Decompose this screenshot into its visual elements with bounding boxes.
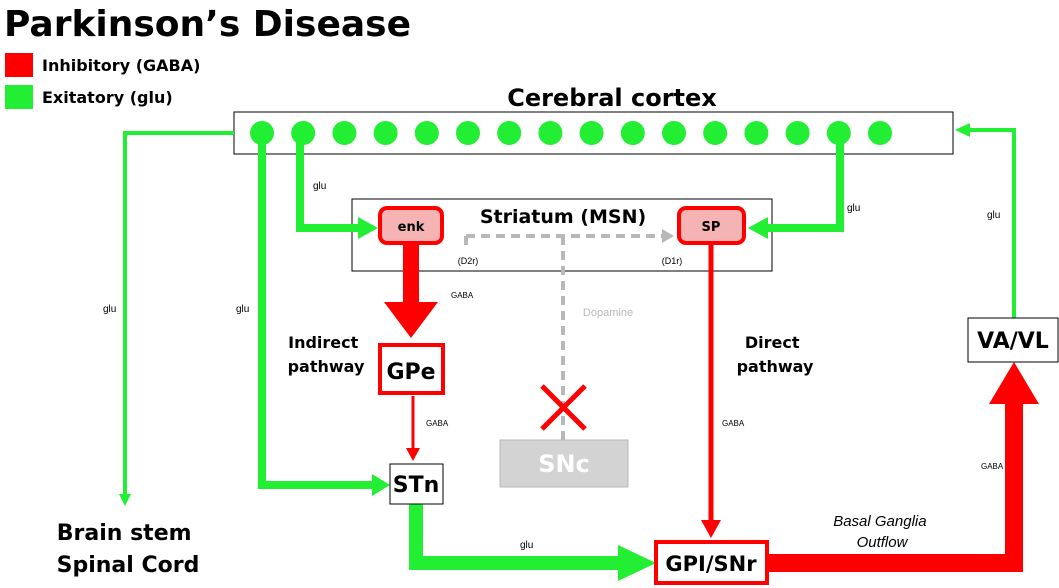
lesion-x-icon: [540, 384, 587, 431]
stn-label: STn: [393, 473, 440, 498]
outflow-line1: Basal Ganglia: [833, 513, 926, 530]
cortex-neuron: [579, 121, 604, 145]
snc-label: SNc: [538, 450, 590, 478]
excitatory-pathways: [123, 128, 1016, 570]
dopamine-arrowhead: [662, 229, 674, 243]
legend-swatch-excitatory: [5, 85, 33, 109]
cortex-neuron: [332, 121, 357, 145]
vavl-arrowhead: [989, 362, 1039, 404]
vavl-node: [967, 317, 1059, 363]
sp-arrowhead: [748, 217, 768, 239]
cortex-neuron: [662, 121, 686, 145]
glu-label-stn: glu: [236, 304, 249, 315]
vavl-label: VA/VL: [977, 329, 1049, 354]
cortex-neurons: [250, 121, 892, 145]
cortex-neuron: [785, 121, 810, 145]
stn-gaba-arrowhead: [406, 448, 420, 461]
gpi-gaba-arrowhead: [701, 520, 721, 538]
direct-pathway-line2: pathway: [737, 357, 814, 376]
cortex-neuron: [703, 121, 728, 145]
outflow-line2: Outflow: [857, 534, 909, 551]
gpe-arrowhead: [384, 302, 438, 338]
brainstem-label: Brain stem Spinal Cord: [57, 521, 200, 578]
brainstem-line1: Brain stem: [57, 521, 192, 546]
direct-pathway-label: Direct pathway: [737, 333, 814, 376]
cortex-return-arrowhead: [955, 123, 970, 137]
enk-label: enk: [398, 220, 425, 235]
legend-label-inhibitory: Inhibitory (GABA): [42, 56, 200, 75]
cortex-neuron: [291, 121, 316, 145]
cortex-to-stn-line: [258, 140, 374, 489]
gaba-label-stn: GABA: [426, 419, 449, 428]
striatum-label: Striatum (MSN): [480, 206, 646, 228]
cortex-neuron: [868, 121, 892, 145]
gpi-to-vavl-line: [768, 402, 1023, 572]
d1r-label: (D1r): [662, 256, 683, 266]
cortex-neuron: [538, 121, 563, 145]
cortex-label: Cerebral cortex: [507, 84, 717, 112]
snc-node: [499, 439, 629, 488]
sp-label: SP: [702, 220, 721, 235]
outflow-label: Basal Ganglia Outflow: [833, 513, 931, 551]
indirect-pathway-label: Indirect pathway: [288, 333, 365, 376]
gpi-node: [654, 540, 769, 585]
direct-pathway-line1: Direct: [745, 333, 800, 352]
vavl-to-cortex-line: [968, 128, 1016, 318]
legend: Inhibitory (GABA) Exitatory (glu): [5, 53, 200, 109]
glu-label-vavl: glu: [987, 210, 1000, 221]
cortex-neuron: [373, 121, 398, 145]
cortex-neuron: [826, 121, 851, 145]
indirect-pathway-line1: Indirect: [288, 333, 359, 352]
dopamine-label: Dopamine: [583, 307, 633, 319]
stn-to-gpi-line: [409, 502, 620, 570]
stn-arrowhead: [372, 474, 390, 496]
connection-labels: glu glu glu glu glu glu GABA GABA GABA G…: [103, 181, 1004, 551]
legend-label-excitatory: Exitatory (glu): [42, 88, 173, 107]
cortex-neuron: [414, 121, 439, 145]
cortex-to-enk-line: [296, 140, 360, 232]
cortex-neuron: [497, 121, 522, 145]
gpi-arrowhead: [618, 545, 656, 581]
cortex-neuron: [744, 121, 769, 145]
glu-label-brainstem: glu: [103, 304, 116, 315]
indirect-pathway-line2: pathway: [288, 357, 365, 376]
gaba-label-vavl: GABA: [981, 462, 1004, 471]
gaba-label-gpi: GABA: [722, 419, 745, 428]
legend-swatch-inhibitory: [5, 53, 33, 77]
brainstem-line2: Spinal Cord: [57, 553, 200, 578]
page-title: Parkinson’s Disease: [4, 4, 411, 45]
glu-label-enk: glu: [313, 181, 326, 192]
enk-arrowhead: [358, 217, 378, 239]
inhibitory-pathways: [403, 243, 1023, 572]
cortex-neuron: [456, 121, 480, 145]
cortex-to-sp-line: [766, 140, 844, 232]
glu-label-gpi: glu: [520, 540, 533, 551]
gpe-node: [378, 343, 445, 395]
brainstem-arrowhead: [119, 494, 131, 506]
gpe-label: GPe: [386, 360, 435, 385]
cortex-to-brainstem-line: [123, 131, 234, 496]
gaba-label-gpe: GABA: [451, 291, 474, 300]
stn-node: [389, 463, 444, 505]
cortex-neuron: [250, 121, 274, 145]
d2r-label: (D2r): [458, 256, 479, 266]
cortex-neuron: [620, 121, 645, 145]
gpi-label: GPI/SNr: [665, 552, 757, 576]
glu-label-sp: glu: [847, 203, 860, 214]
